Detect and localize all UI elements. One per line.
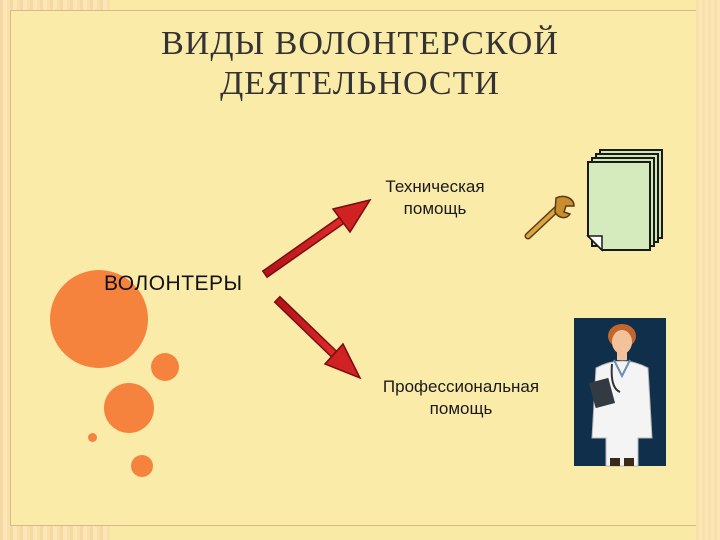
small-orange-circle [88, 433, 97, 442]
small-orange-circle-2 [131, 455, 153, 477]
doctor-picture [574, 318, 666, 467]
large-orange-circle [50, 270, 148, 368]
right-decorative-stripes [696, 0, 720, 540]
professional-help-line-1: Профессиональная [382, 377, 540, 396]
professional-help-line-2: помощь [429, 399, 493, 418]
medium-orange-circle-2 [104, 383, 154, 433]
technical-help-line-1: Техническая [385, 177, 485, 196]
medium-orange-circle [151, 353, 179, 381]
arrow-to-technical [261, 198, 372, 279]
doctor-figure [588, 324, 653, 467]
wrench-icon [524, 195, 575, 240]
arrow-to-professional [273, 295, 362, 380]
technical-help-line-2: помощь [403, 199, 467, 218]
document-stack-icon [586, 149, 663, 252]
title-line-2: ДЕЯТЕЛЬНОСТИ [220, 65, 500, 102]
volunteers-label: ВОЛОНТЕРЫ [104, 272, 243, 295]
slide-title: ВИДЫ ВОЛОНТЕРСКОЙ ДЕЯТЕЛЬНОСТИ [120, 24, 600, 104]
technical-help-label: Техническая помощь [350, 176, 520, 220]
title-line-1: ВИДЫ ВОЛОНТЕРСКОЙ [161, 25, 559, 62]
professional-help-label: Профессиональная помощь [352, 376, 570, 420]
